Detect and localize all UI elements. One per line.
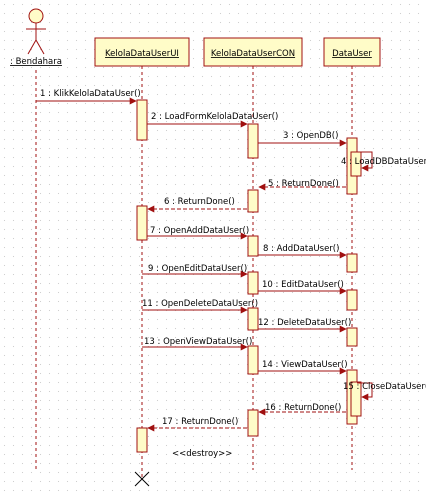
svg-text:13 : OpenViewDataUser(): 13 : OpenViewDataUser() — [144, 337, 252, 347]
activation-data-3 — [346, 289, 358, 311]
activation-con-1 — [247, 123, 259, 159]
message-10: 10 : EditDataUser() — [258, 280, 347, 295]
activation-ui-1 — [136, 99, 148, 141]
message-17: 17 : ReturnDone() — [147, 417, 247, 432]
message-3: 3 : OpenDB() — [258, 131, 347, 147]
message-11: 11 : OpenDeleteDataUser() — [142, 299, 258, 314]
lifeline-head-con: KelolaDataUserCON — [203, 37, 303, 67]
lifeline-head-ui: KelolaDataUserUI — [94, 37, 190, 67]
svg-text:11 : OpenDeleteDataUser(): 11 : OpenDeleteDataUser() — [142, 299, 258, 309]
svg-text:10 : EditDataUser(): 10 : EditDataUser() — [262, 280, 344, 290]
svg-text:1 : KlikKelolaDataUser(): 1 : KlikKelolaDataUser() — [40, 89, 141, 99]
svg-text:2 : LoadFormKelolaDataUser(): 2 : LoadFormKelolaDataUser() — [151, 112, 278, 122]
activation-con-3 — [247, 235, 259, 257]
activation-con-4 — [247, 271, 259, 295]
actor-bendahara: : Bendahara — [10, 8, 62, 67]
svg-text:14 : ViewDataUser(): 14 : ViewDataUser() — [262, 360, 348, 370]
message-12: 12 : DeleteDataUser() — [258, 318, 351, 333]
svg-text:16 : ReturnDone(): 16 : ReturnDone() — [265, 403, 341, 413]
svg-text:7 : OpenAddDataUser(): 7 : OpenAddDataUser() — [150, 226, 249, 236]
svg-text:3 : OpenDB(): 3 : OpenDB() — [283, 131, 338, 141]
svg-text:8 : AddDataUser(): 8 : AddDataUser() — [263, 244, 339, 254]
message-13: 13 : OpenViewDataUser() — [142, 337, 252, 351]
message-8: 8 : AddDataUser() — [258, 244, 347, 259]
svg-text:17 : ReturnDone(): 17 : ReturnDone() — [162, 417, 238, 427]
message-9: 9 : OpenEditDataUser() — [142, 264, 248, 278]
message-15: 15 : CloseDataUser( — [343, 382, 426, 401]
message-4: 4 : LoadDBDataUser — [341, 151, 426, 172]
svg-text:6 : ReturnDone(): 6 : ReturnDone() — [164, 197, 235, 207]
message-16: 16 : ReturnDone() — [258, 403, 346, 416]
svg-text:15 : CloseDataUser(: 15 : CloseDataUser( — [343, 382, 426, 392]
message-14: 14 : ViewDataUser() — [258, 360, 348, 375]
activation-ui-2 — [136, 205, 148, 241]
message-1: 1 : KlikKelolaDataUser() — [36, 89, 141, 105]
activation-con-6 — [247, 345, 259, 375]
message-7: 7 : OpenAddDataUser() — [147, 226, 249, 240]
destroy-x-icon — [134, 471, 150, 487]
activation-con-2 — [247, 189, 259, 213]
activation-con-7 — [247, 409, 259, 437]
activation-data-4 — [346, 327, 358, 347]
message-6: 6 : ReturnDone() — [147, 197, 247, 213]
activation-ui-3 — [136, 427, 148, 453]
lifeline-head-data-label: DataUser — [332, 49, 372, 59]
lifeline-head-con-label: KelolaDataUserCON — [211, 49, 295, 59]
message-5: 5 : ReturnDone() — [258, 179, 346, 191]
lifeline-head-ui-label: KelolaDataUserUI — [105, 49, 179, 59]
svg-text:5 : ReturnDone(): 5 : ReturnDone() — [268, 179, 339, 189]
message-2: 2 : LoadFormKelolaDataUser() — [147, 112, 278, 128]
activation-data-5b — [350, 381, 362, 417]
actor-label: : Bendahara — [10, 57, 62, 67]
activation-data-2 — [346, 253, 358, 273]
lifeline-head-data: DataUser — [323, 37, 381, 67]
svg-text:4 : LoadDBDataUser: 4 : LoadDBDataUser — [341, 157, 426, 167]
activation-data-1b — [350, 151, 362, 177]
svg-text:12 : DeleteDataUser(): 12 : DeleteDataUser() — [258, 318, 351, 328]
activation-con-5 — [247, 307, 259, 331]
destroy-label: <<destroy>> — [172, 449, 232, 459]
svg-text:9 : OpenEditDataUser(): 9 : OpenEditDataUser() — [148, 264, 247, 274]
